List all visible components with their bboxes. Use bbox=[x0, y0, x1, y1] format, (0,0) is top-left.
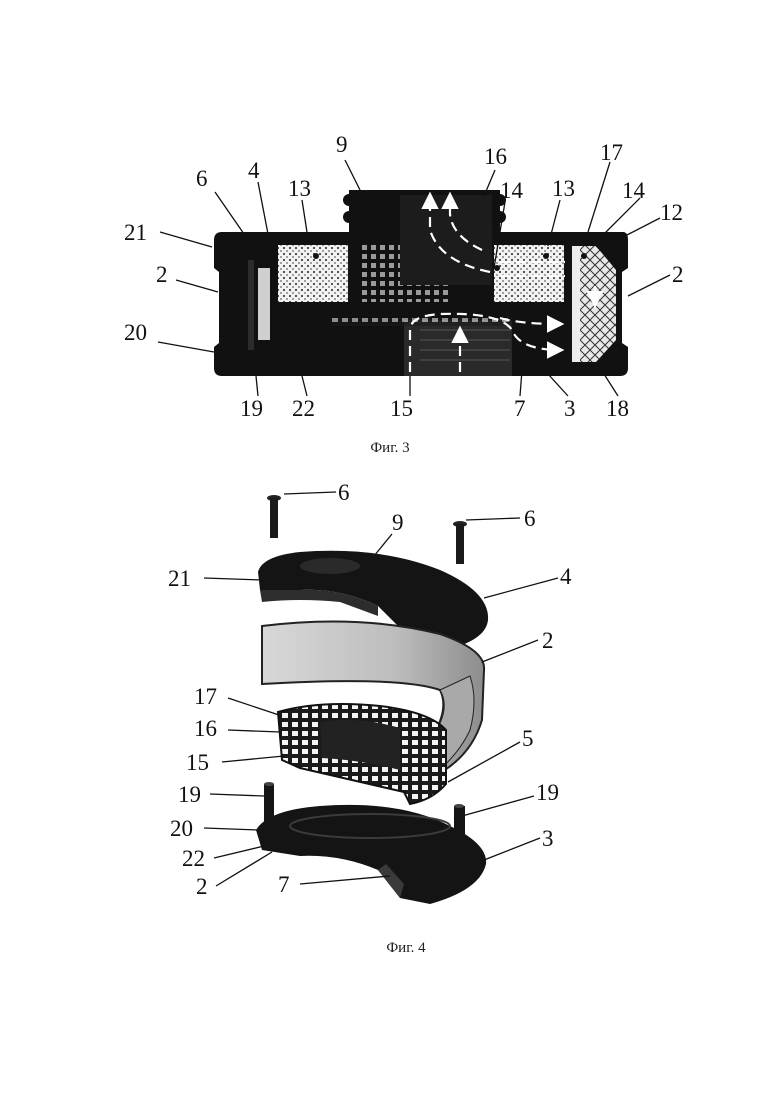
fig3-label-14-right: 14 bbox=[622, 178, 646, 203]
figure-4-caption: Фиг. 4 bbox=[386, 940, 426, 956]
fig4-label-6-left: 6 bbox=[338, 480, 350, 505]
inlet-channel bbox=[404, 320, 512, 376]
fig4-label-20: 20 bbox=[170, 816, 193, 841]
fig3-label-9: 9 bbox=[336, 132, 348, 157]
fig3-label-16: 16 bbox=[484, 144, 507, 169]
fig3-label-2-left: 2 bbox=[156, 262, 168, 287]
bottom-base bbox=[256, 805, 486, 904]
fig4-label-3: 3 bbox=[542, 826, 554, 851]
fig3-label-19: 19 bbox=[240, 396, 263, 421]
fig3-label-13-right: 13 bbox=[552, 176, 575, 201]
fig3-label-22: 22 bbox=[292, 396, 315, 421]
fig3-label-2-right: 2 bbox=[672, 262, 684, 287]
fig3-label-20: 20 bbox=[124, 320, 147, 345]
fig4-label-17: 17 bbox=[194, 684, 217, 709]
fig3-label-17: 17 bbox=[600, 140, 623, 165]
fig4-label-5: 5 bbox=[522, 726, 534, 751]
figure-4-exploded-view: 6 6 9 21 4 2 17 16 5 15 19 19 20 3 22 2 … bbox=[168, 480, 572, 956]
fig3-label-3: 3 bbox=[564, 396, 576, 421]
fig3-label-12: 12 bbox=[660, 200, 683, 225]
fig4-label-4: 4 bbox=[560, 564, 572, 589]
fig4-label-19-left: 19 bbox=[178, 782, 201, 807]
figure-3-cross-section: 9 16 17 6 4 13 14 13 14 12 21 2 2 20 19 … bbox=[124, 132, 684, 456]
fig4-label-2-base: 2 bbox=[196, 874, 208, 899]
fig4-label-22: 22 bbox=[182, 846, 205, 871]
screw-right bbox=[453, 521, 467, 564]
fig3-label-4: 4 bbox=[248, 158, 260, 183]
figure-3-caption: Фиг. 3 bbox=[370, 440, 409, 456]
fig4-label-7: 7 bbox=[278, 872, 290, 897]
outlet-channel bbox=[400, 195, 492, 285]
fig3-label-15: 15 bbox=[390, 396, 413, 421]
left-window-cavity bbox=[248, 260, 254, 350]
fig3-label-13-left: 13 bbox=[288, 176, 311, 201]
cartridge-edge bbox=[572, 246, 580, 362]
left-window bbox=[258, 268, 270, 340]
fig4-label-6-right: 6 bbox=[524, 506, 536, 531]
fig4-label-15: 15 bbox=[186, 750, 209, 775]
screw-left bbox=[267, 495, 281, 538]
fig3-label-21: 21 bbox=[124, 220, 147, 245]
top-cover-outlet bbox=[300, 558, 360, 574]
fig4-label-21: 21 bbox=[168, 566, 191, 591]
filter-media-right bbox=[494, 245, 564, 302]
fig4-label-16: 16 bbox=[194, 716, 217, 741]
fig4-label-2-shell: 2 bbox=[542, 628, 554, 653]
fig3-label-7: 7 bbox=[514, 396, 526, 421]
fig4-label-9: 9 bbox=[392, 510, 404, 535]
fig3-label-14-left: 14 bbox=[500, 178, 524, 203]
filter-media-left bbox=[278, 245, 348, 302]
fig3-label-6: 6 bbox=[196, 166, 208, 191]
fig3-label-18: 18 bbox=[606, 396, 629, 421]
plate-perforation bbox=[332, 318, 512, 326]
fig4-label-19-right: 19 bbox=[536, 780, 559, 805]
